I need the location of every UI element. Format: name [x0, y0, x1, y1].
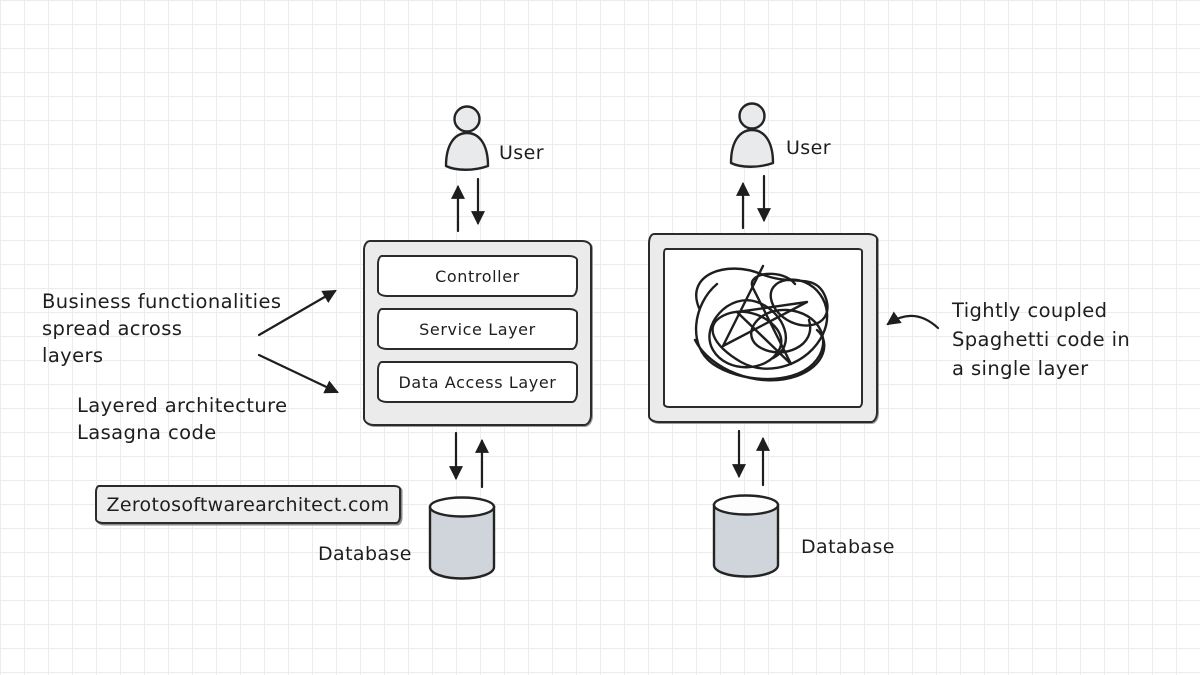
user-icon	[444, 105, 490, 171]
layered-architecture-box: Controller Service Layer Data Access Lay…	[363, 240, 592, 426]
layer-label: Data Access Layer	[398, 372, 557, 392]
arrow-user-box-left	[451, 177, 485, 233]
annotation-line: Lasagna code	[77, 421, 217, 444]
annotation-line: a single layer	[952, 357, 1089, 380]
arrow-annotation-to-spaghetti	[886, 311, 940, 330]
database-icon	[712, 494, 780, 578]
layer-label: Controller	[435, 266, 520, 286]
annotation-business-functionalities: Business functionalities spread across l…	[42, 288, 281, 369]
layer-data-access: Data Access Layer	[377, 361, 578, 403]
annotation-line: layers	[42, 344, 104, 367]
user-label: User	[499, 142, 544, 164]
user-label: User	[786, 137, 831, 159]
database-icon	[428, 496, 496, 580]
annotation-spaghetti-code: Tightly coupled Spaghetti code in a sing…	[952, 296, 1130, 383]
annotation-line: Layered architecture	[77, 394, 288, 417]
branding-box: Zerotosoftwarearchitect.com	[95, 485, 401, 524]
annotation-lasagna-code: Layered architecture Lasagna code	[77, 392, 288, 446]
layer-controller: Controller	[377, 255, 578, 297]
spaghetti-scribble-icon	[693, 264, 829, 382]
annotation-line: spread across	[42, 317, 183, 340]
annotation-line: Spaghetti code in	[952, 328, 1131, 351]
arrow-user-box-right	[736, 174, 771, 230]
spaghetti-inner-frame	[663, 248, 863, 408]
annotation-line: Business functionalities	[42, 290, 282, 313]
user-icon	[729, 102, 775, 168]
arrow-annotation-to-layers	[257, 289, 339, 394]
arrow-box-db-right	[732, 429, 770, 487]
database-label: Database	[318, 543, 412, 565]
annotation-line: Tightly coupled	[952, 299, 1108, 322]
spaghetti-code-box	[648, 233, 878, 423]
branding-label: Zerotosoftwarearchitect.com	[106, 493, 390, 516]
layer-label: Service Layer	[419, 319, 536, 339]
database-label: Database	[801, 536, 895, 558]
layer-service: Service Layer	[377, 308, 578, 350]
arrow-box-db-left	[449, 431, 489, 489]
